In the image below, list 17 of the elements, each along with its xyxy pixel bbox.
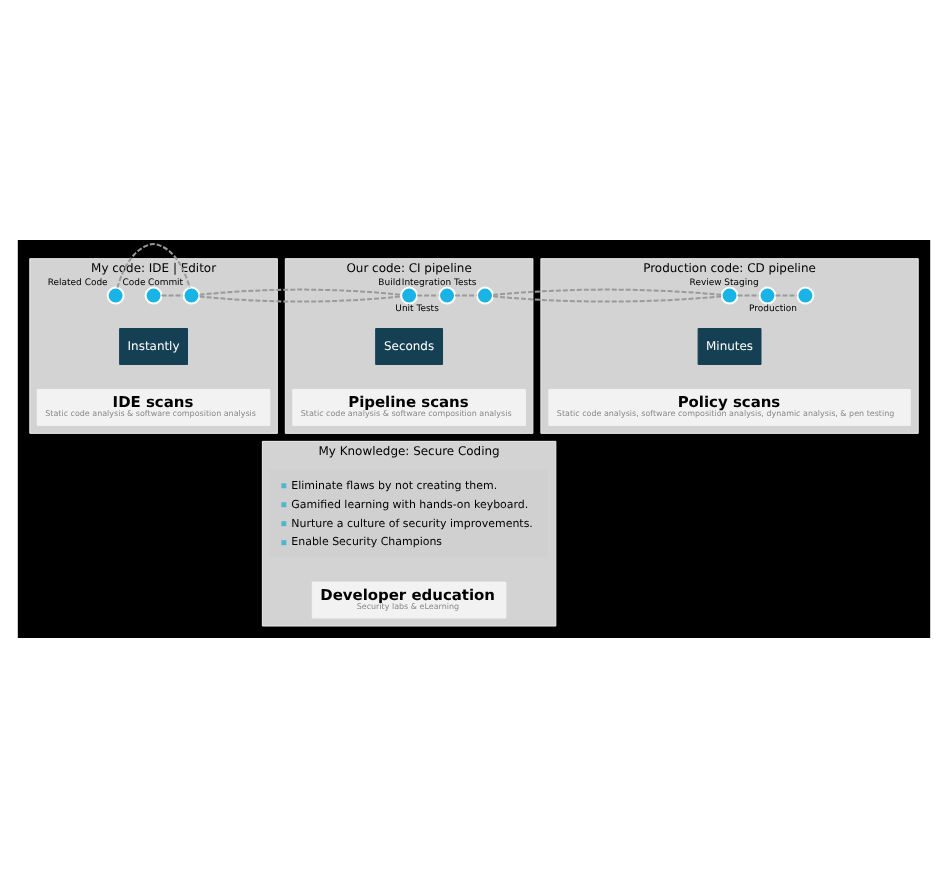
connector	[492, 288, 723, 303]
node-circle	[400, 286, 419, 305]
node-circle	[182, 286, 201, 305]
node-circle	[796, 286, 815, 305]
node-circle	[720, 286, 739, 305]
node-circle	[758, 286, 777, 305]
connector	[416, 294, 440, 297]
node-circle	[438, 286, 457, 305]
connector	[116, 243, 191, 289]
connector	[198, 288, 402, 303]
connector	[736, 294, 761, 297]
connector	[454, 294, 478, 297]
connector	[774, 294, 798, 297]
connector	[160, 294, 185, 297]
node-circle	[144, 286, 163, 305]
node-circle	[476, 286, 494, 305]
node-circle	[106, 286, 125, 305]
